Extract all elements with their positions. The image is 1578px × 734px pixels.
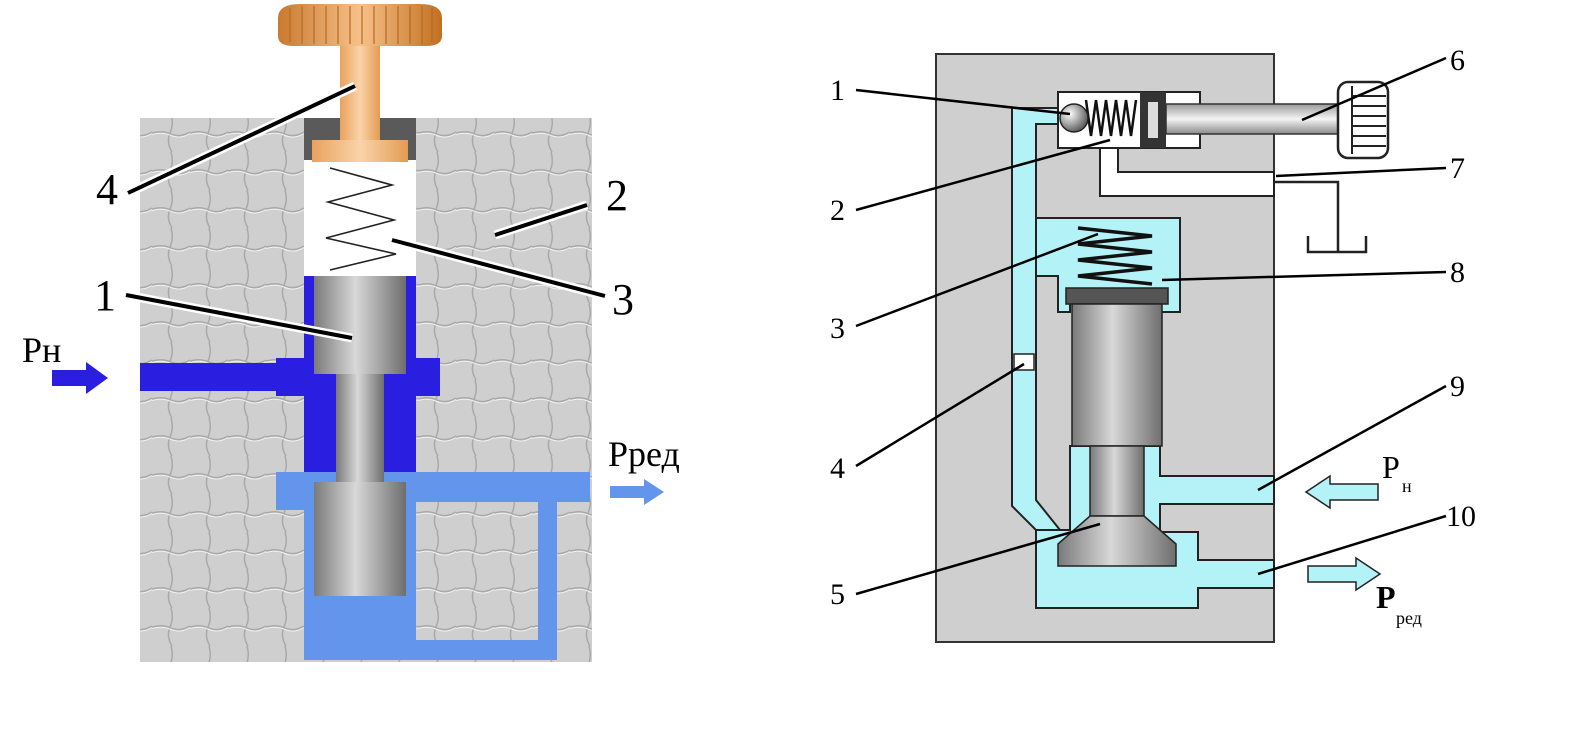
left-inlet-arrow-icon	[52, 362, 108, 394]
right-leader-5	[855, 522, 1101, 596]
right-adjust-rod	[1165, 103, 1343, 135]
left-leader-4	[127, 84, 356, 195]
right-outlet-pressure-subscript: ред	[1396, 608, 1422, 628]
right-valve-piston	[1071, 303, 1163, 447]
left-valve-diagram: 4 2 1 3 Pн Pред	[22, 4, 680, 662]
left-label-4: 4	[96, 165, 118, 214]
left-outlet-pressure-label: Pред	[608, 434, 680, 474]
left-piston-neck	[336, 374, 384, 482]
left-piston-upper	[314, 276, 406, 374]
right-label-3: 3	[830, 312, 845, 345]
right-label-7: 7	[1450, 152, 1465, 185]
right-label-5: 5	[830, 578, 845, 611]
right-label-8: 8	[1450, 256, 1465, 289]
right-label-1: 1	[830, 74, 845, 107]
right-leader-2	[855, 138, 1111, 212]
left-adjust-knob-icon	[278, 4, 442, 46]
right-leader-8	[1161, 270, 1447, 282]
left-feedback-channel-window	[416, 502, 538, 640]
right-drain-channel	[1099, 147, 1275, 197]
right-valve-stem	[1089, 445, 1145, 517]
right-leader-3	[855, 232, 1099, 328]
right-leader-1	[855, 88, 1071, 116]
right-inlet-pressure-subscript: н	[1402, 476, 1412, 496]
left-outlet-arrow-icon	[610, 479, 664, 505]
right-leader-9	[1257, 384, 1447, 492]
right-leader-10	[1257, 514, 1447, 576]
left-piston-lower	[314, 482, 406, 596]
right-outlet-pressure-label: P	[1376, 579, 1396, 615]
right-drain-symbol-icon	[1274, 180, 1368, 254]
right-label-2: 2	[830, 194, 845, 227]
left-label-3: 3	[612, 275, 634, 324]
right-valve-diagram: 1 2 3 4 5 6 7 8 9 10 P н P ред	[830, 44, 1476, 643]
left-leader-3	[391, 238, 606, 298]
right-label-10: 10	[1446, 500, 1476, 533]
left-leader-1	[125, 293, 353, 340]
left-adjust-plate	[312, 140, 408, 162]
right-main-spring	[1077, 226, 1153, 286]
right-outlet-arrow-icon	[1307, 556, 1382, 592]
right-pilot-spring	[1084, 99, 1138, 137]
right-label-4: 4	[830, 452, 845, 485]
right-inlet-arrow-icon	[1304, 474, 1379, 510]
right-valve-plate	[1065, 287, 1169, 305]
left-leader-2	[494, 203, 588, 237]
right-ball-valve	[1059, 103, 1089, 133]
left-inlet-pressure-label: Pн	[22, 330, 61, 370]
right-label-6: 6	[1450, 44, 1465, 77]
right-label-9: 9	[1450, 370, 1465, 403]
right-leader-6	[1301, 56, 1447, 122]
left-label-1: 1	[94, 271, 116, 320]
right-leader-7	[1275, 166, 1447, 178]
right-leader-4	[855, 362, 1025, 468]
right-adjust-knob-icon	[1336, 80, 1390, 160]
left-spring-chamber	[304, 160, 416, 276]
left-spring	[324, 167, 398, 271]
left-label-2: 2	[606, 171, 628, 220]
right-inlet-pressure-label: P	[1382, 449, 1400, 485]
